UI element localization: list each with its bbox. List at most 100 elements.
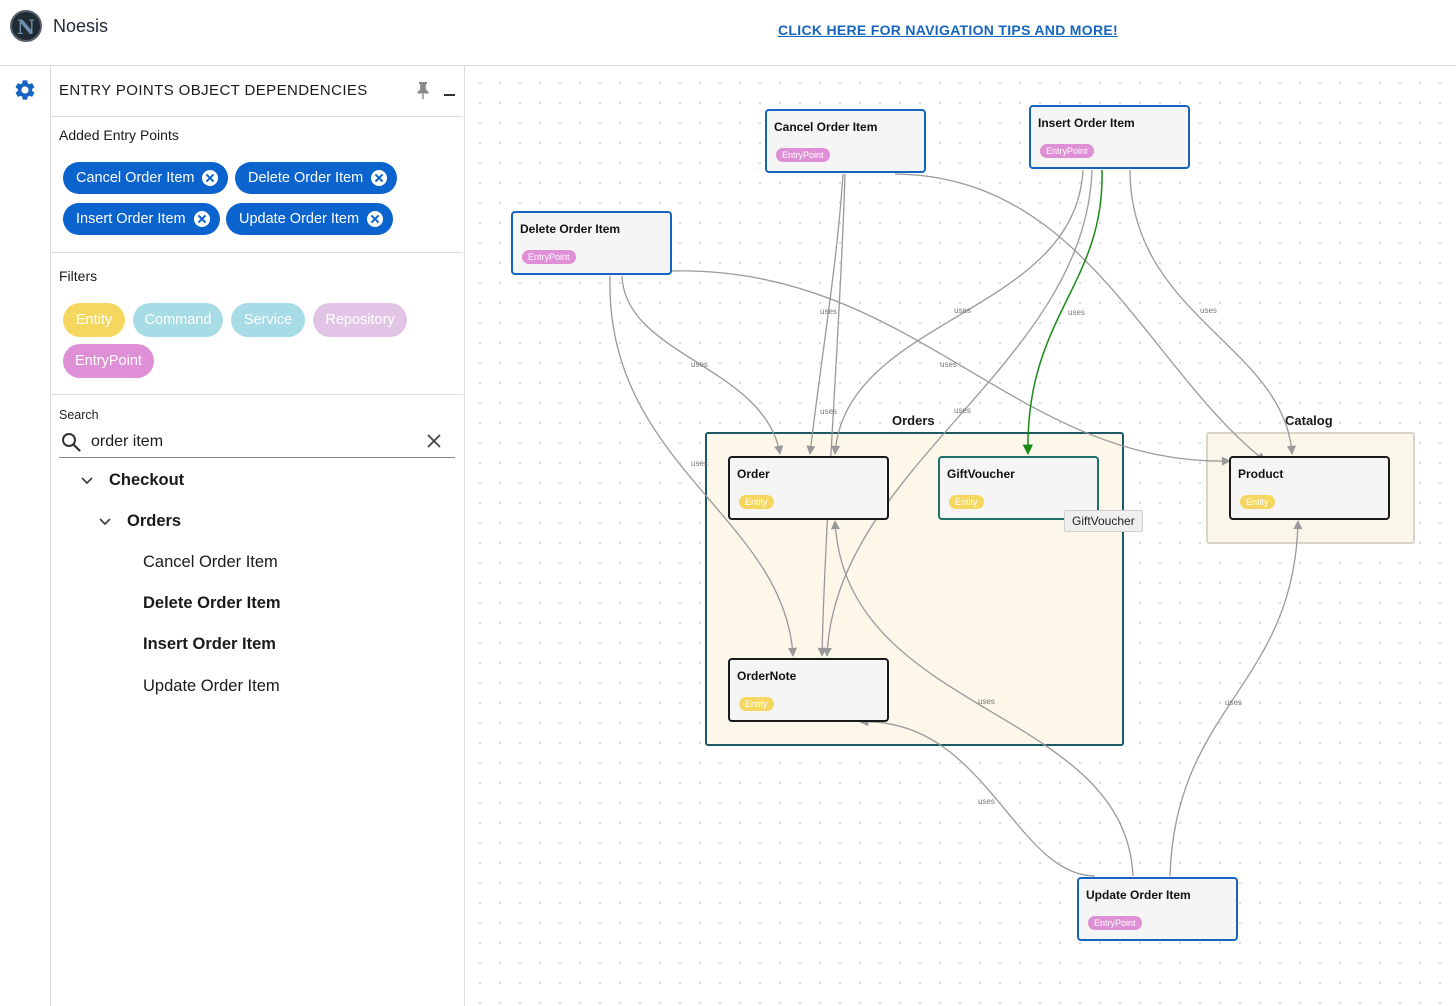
filter-entrypoint[interactable]: EntryPoint: [63, 344, 154, 378]
entrypoint-badge: EntryPoint: [776, 148, 830, 162]
edge-label: uses: [820, 407, 837, 416]
node-title: OrderNote: [737, 669, 797, 683]
entity-badge: Entity: [739, 495, 774, 509]
chip-label: Cancel Order Item: [76, 170, 195, 186]
added-entry-points-label: Added Entry Points: [59, 127, 179, 143]
node-title: Cancel Order Item: [774, 120, 878, 134]
chip-label: Insert Order Item: [76, 211, 186, 227]
tree-leaf-cancel-order-item[interactable]: Cancel Order Item: [143, 553, 278, 571]
group-label-catalog: Catalog: [1285, 413, 1333, 428]
entity-badge: Entity: [949, 495, 984, 509]
node-product[interactable]: Product Entity: [1229, 456, 1390, 520]
tree-leaf-delete-order-item[interactable]: Delete Order Item: [143, 594, 281, 612]
node-title: Order: [737, 467, 770, 481]
graph-canvas[interactable]: Orders Catalog: [465, 66, 1456, 1006]
edge-label: uses: [1200, 306, 1217, 315]
tree-label: Checkout: [109, 471, 185, 489]
edge: [831, 169, 1084, 455]
edge: [671, 270, 1231, 466]
node-title: Insert Order Item: [1038, 116, 1135, 130]
edge: [609, 275, 798, 657]
chip-delete-order-item[interactable]: Delete Order Item: [235, 162, 398, 194]
remove-chip-icon[interactable]: [367, 211, 384, 227]
gear-icon[interactable]: [13, 78, 37, 102]
panel-title: ENTRY POINTS OBJECT DEPENDENCIES: [59, 82, 368, 99]
edge: [817, 173, 846, 657]
left-rail: [0, 66, 51, 1006]
chip-update-order-item[interactable]: Update Order Item: [226, 203, 394, 235]
search-icon: [62, 433, 81, 452]
node-order[interactable]: Order Entity: [728, 456, 889, 520]
tree-node-orders[interactable]: Orders: [99, 512, 181, 531]
search-box: [59, 428, 455, 458]
edge: [859, 717, 1096, 877]
tree-node-checkout[interactable]: Checkout: [81, 471, 184, 490]
chip-insert-order-item[interactable]: Insert Order Item: [63, 203, 220, 235]
tree-leaf-insert-order-item[interactable]: Insert Order Item: [143, 635, 276, 653]
pin-icon[interactable]: [415, 81, 431, 99]
edge: [1169, 520, 1303, 877]
group-label-orders: Orders: [892, 413, 935, 428]
node-giftvoucher[interactable]: GiftVoucher Entity: [938, 456, 1099, 520]
node-cancel-order-item[interactable]: Cancel Order Item EntryPoint: [765, 109, 926, 173]
chip-cancel-order-item[interactable]: Cancel Order Item: [63, 162, 229, 194]
noesis-logo: N: [10, 10, 42, 42]
chip-label: Delete Order Item: [248, 170, 364, 186]
edge: [806, 173, 844, 455]
node-title: GiftVoucher: [947, 467, 1015, 481]
edge: [1129, 169, 1296, 455]
filter-repository[interactable]: Repository: [313, 303, 407, 337]
node-update-order-item[interactable]: Update Order Item EntryPoint: [1077, 877, 1238, 941]
entrypoint-badge: EntryPoint: [1088, 916, 1142, 930]
entrypoint-badge: EntryPoint: [522, 250, 576, 264]
chip-label: Update Order Item: [239, 211, 360, 227]
edge: [894, 173, 1266, 462]
edge-label: uses: [820, 307, 837, 316]
search-input[interactable]: [91, 430, 411, 454]
edge-label: uses: [954, 306, 971, 315]
divider: [51, 394, 463, 395]
edge-label: uses: [1225, 698, 1242, 707]
edge: [822, 169, 1093, 657]
node-delete-order-item[interactable]: Delete Order Item EntryPoint: [511, 211, 672, 275]
remove-chip-icon[interactable]: [371, 170, 388, 186]
navigation-tips-link[interactable]: CLICK HERE FOR NAVIGATION TIPS AND MORE!: [778, 22, 1118, 38]
edge-label: uses: [940, 360, 957, 369]
edge-label: uses: [691, 459, 708, 468]
node-tooltip: GiftVoucher: [1064, 510, 1143, 532]
minimize-icon[interactable]: [444, 94, 455, 96]
tree-leaf-update-order-item[interactable]: Update Order Item: [143, 677, 280, 695]
node-title: Update Order Item: [1086, 888, 1191, 902]
filters-label: Filters: [59, 268, 98, 284]
entity-badge: Entity: [1240, 495, 1275, 509]
divider: [51, 252, 463, 253]
filter-entity[interactable]: Entity: [63, 303, 125, 337]
node-insert-order-item[interactable]: Insert Order Item EntryPoint: [1029, 105, 1190, 169]
divider: [51, 116, 463, 117]
entrypoint-badge: EntryPoint: [1040, 144, 1094, 158]
edge-label: uses: [1068, 308, 1085, 317]
search-label: Search: [59, 408, 99, 422]
remove-chip-icon[interactable]: [193, 211, 210, 227]
edge-label: uses: [978, 697, 995, 706]
node-title: Delete Order Item: [520, 222, 621, 236]
edge: [830, 520, 1134, 877]
filter-command[interactable]: Command: [133, 303, 223, 337]
app-name: Noesis: [53, 16, 109, 36]
edge-label: uses: [978, 797, 995, 806]
clear-search-icon[interactable]: [427, 434, 441, 448]
filter-service[interactable]: Service: [231, 303, 305, 337]
node-ordernote[interactable]: OrderNote Entity: [728, 658, 889, 722]
logo-letter: N: [16, 15, 36, 39]
chevron-down-icon[interactable]: [81, 476, 93, 485]
remove-chip-icon[interactable]: [202, 170, 219, 186]
edge-label: uses: [954, 406, 971, 415]
entry-points-panel: ENTRY POINTS OBJECT DEPENDENCIES Added E…: [51, 66, 465, 1006]
edge-highlighted: [1022, 169, 1103, 456]
edge: [621, 275, 784, 455]
chevron-down-icon[interactable]: [99, 517, 111, 526]
node-title: Product: [1238, 467, 1284, 481]
top-bar: N Noesis CLICK HERE FOR NAVIGATION TIPS …: [0, 0, 1456, 66]
entity-badge: Entity: [739, 697, 774, 711]
